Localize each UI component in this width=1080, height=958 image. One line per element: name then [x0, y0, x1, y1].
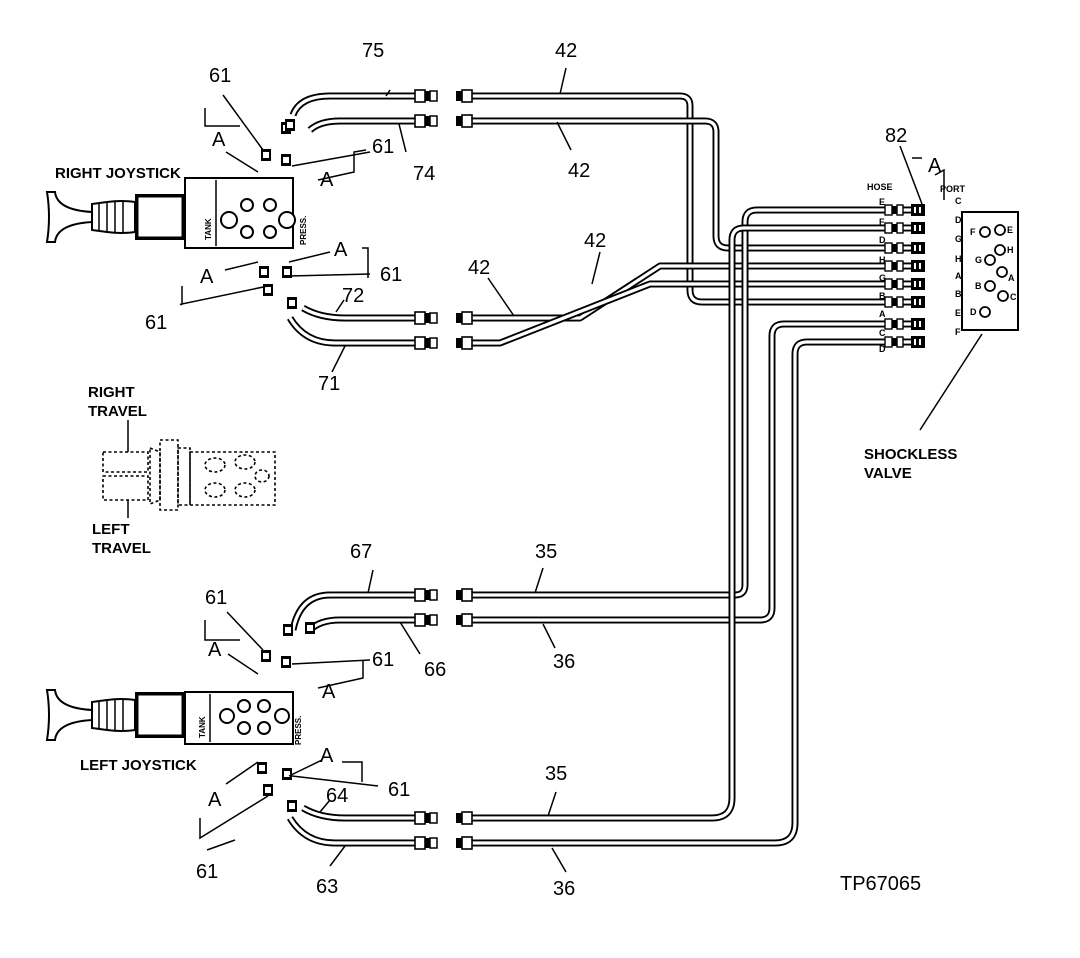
port-letter: B — [955, 289, 962, 299]
callout-67: 67 — [350, 541, 372, 563]
callout-61: 61 — [372, 136, 394, 158]
left-joystick-label: LEFT JOYSTICK — [80, 757, 197, 774]
hose-letter: D — [879, 344, 886, 354]
press-label-left: PRESS. — [294, 716, 303, 745]
callout-72: 72 — [342, 285, 364, 307]
port-letter: A — [955, 271, 962, 281]
shockless-valve-label-1: SHOCKLESS — [864, 446, 957, 463]
valve-port-b: B — [975, 281, 982, 291]
travel-pedal-outline — [102, 420, 276, 518]
callout-61: 61 — [145, 312, 167, 334]
callout-36: 36 — [553, 651, 575, 673]
hose-letter: C — [879, 328, 886, 338]
tank-label-left: TANK — [198, 716, 207, 738]
callout-74: 74 — [413, 163, 435, 185]
hose-letter: F — [879, 217, 885, 227]
callout-35: 35 — [545, 763, 567, 785]
valve-port-c: C — [1010, 292, 1017, 302]
hose-letter: D — [879, 235, 886, 245]
left-travel-label-2: TRAVEL — [92, 540, 151, 557]
right-travel-label-1: RIGHT — [88, 384, 135, 401]
detail-a: A — [928, 155, 942, 177]
hose-column-label: HOSE — [867, 182, 893, 192]
port-letter: E — [955, 308, 961, 318]
port-column-label: PORT — [940, 184, 966, 194]
text-labels: RIGHT JOYSTICK LEFT JOYSTICK RIGHT TRAVE… — [55, 40, 957, 900]
hose-letter: H — [879, 255, 886, 265]
shockless-valve: F E G H A B C D E F D H G B A C D C D G … — [867, 182, 1019, 354]
valve-port-d: D — [970, 307, 977, 317]
callout-64: 64 — [326, 785, 348, 807]
shockless-valve-label-2: VALVE — [864, 465, 912, 482]
callout-36: 36 — [553, 878, 575, 900]
press-label: PRESS. — [299, 216, 308, 245]
callout-35: 35 — [535, 541, 557, 563]
hose-letter: B — [879, 291, 886, 301]
callout-42: 42 — [584, 230, 606, 252]
left-travel-label-1: LEFT — [92, 521, 130, 538]
valve-port-g: G — [975, 255, 982, 265]
valve-port-h: H — [1007, 245, 1014, 255]
valve-port-f: F — [970, 227, 976, 237]
detail-a: A — [320, 169, 334, 191]
detail-a: A — [212, 129, 226, 151]
port-letter: F — [955, 327, 961, 337]
callout-42: 42 — [568, 160, 590, 182]
right-joystick-assembly: TANK PRESS. — [46, 119, 308, 309]
callout-61: 61 — [196, 861, 218, 883]
hose-letter: A — [879, 309, 886, 319]
detail-a: A — [322, 681, 336, 703]
left-joystick-assembly: TANK PRESS. — [46, 622, 315, 812]
callout-82: 82 — [885, 125, 907, 147]
right-joystick-label: RIGHT JOYSTICK — [55, 165, 181, 182]
tank-label: TANK — [204, 218, 213, 240]
leader-lines — [179, 67, 983, 873]
detail-a: A — [208, 789, 222, 811]
figure-id: TP67065 — [840, 873, 921, 895]
hose-connectors — [414, 89, 473, 850]
port-letter: H — [955, 254, 962, 264]
detail-a: A — [200, 266, 214, 288]
callout-71: 71 — [318, 373, 340, 395]
port-letter: C — [955, 196, 962, 206]
callout-42: 42 — [555, 40, 577, 62]
detail-a: A — [320, 745, 334, 767]
short-hoses — [286, 92, 420, 847]
detail-a: A — [334, 239, 348, 261]
long-hoses — [470, 92, 920, 847]
hose-letter: E — [879, 197, 885, 207]
callout-66: 66 — [424, 659, 446, 681]
callout-75: 75 — [362, 40, 384, 62]
callout-61: 61 — [388, 779, 410, 801]
valve-port-e: E — [1007, 225, 1013, 235]
port-letter: D — [955, 215, 962, 225]
hose-letter: G — [879, 273, 886, 283]
callout-42: 42 — [468, 257, 490, 279]
callout-61: 61 — [380, 264, 402, 286]
port-letter: G — [955, 234, 962, 244]
callout-63: 63 — [316, 876, 338, 898]
callout-61: 61 — [205, 587, 227, 609]
valve-port-a: A — [1008, 273, 1015, 283]
callout-61: 61 — [372, 649, 394, 671]
right-travel-label-2: TRAVEL — [88, 403, 147, 420]
detail-a: A — [208, 639, 222, 661]
callout-61: 61 — [209, 65, 231, 87]
